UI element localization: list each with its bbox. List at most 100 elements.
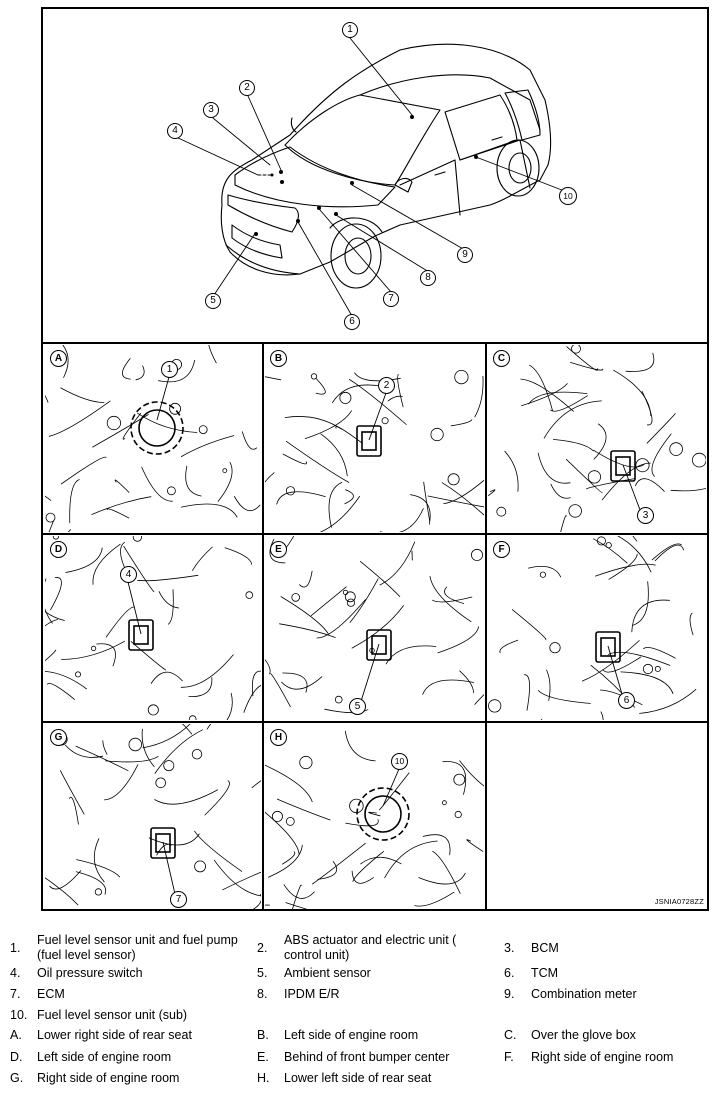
legend-text-e: Behind of front bumper center — [284, 1050, 450, 1064]
panel-letter-f: F — [493, 541, 510, 558]
legend-label-8: 8. — [257, 987, 268, 1001]
component-6 — [595, 631, 621, 663]
panel-callout-10: 10 — [391, 753, 408, 770]
panel-callout-2: 2 — [378, 377, 395, 394]
legend-label-a: A. — [10, 1028, 22, 1042]
overview-callout-2: 2 — [239, 80, 255, 96]
vehicle-overview-illustration — [43, 9, 707, 342]
detail-illustration-e — [265, 536, 484, 715]
legend-label-6: 6. — [504, 966, 515, 980]
legend-text-3: BCM — [531, 941, 559, 955]
legend-label-f: F. — [504, 1050, 514, 1064]
panel-letter-a: A — [50, 350, 67, 367]
panel-callout-3: 3 — [637, 507, 654, 524]
detail-illustration-c — [488, 345, 706, 532]
legend-label-c: C. — [504, 1028, 517, 1042]
component-7 — [150, 827, 176, 859]
overview-callout-4: 4 — [167, 123, 183, 139]
legend-label-2: 2. — [257, 941, 268, 955]
legend-text-c: Over the glove box — [531, 1028, 636, 1042]
legend-text-a: Lower right side of rear seat — [37, 1028, 192, 1042]
front-wheel — [330, 223, 382, 289]
component-10 — [356, 787, 410, 841]
legend-text-h: Lower left side of rear seat — [284, 1071, 432, 1085]
headlight — [227, 194, 299, 233]
car-body-outline — [220, 43, 552, 276]
legend-text-8: IPDM E/R — [284, 987, 340, 1001]
overview-callout-7: 7 — [383, 291, 399, 307]
panel-letter-d: D — [50, 541, 67, 558]
overview-callout-10: 10 — [559, 187, 577, 205]
component-1 — [130, 401, 184, 455]
legend-text-f: Right side of engine room — [531, 1050, 674, 1064]
panel-letter-h: H — [270, 729, 287, 746]
legend-label-5: 5. — [257, 966, 268, 980]
panel-callout-6: 6 — [618, 692, 635, 709]
overview-callout-6: 6 — [344, 314, 360, 330]
detail-illustration-h — [265, 730, 484, 909]
overview-callout-1: 1 — [342, 22, 358, 38]
legend-text-7: ECM — [37, 987, 65, 1001]
side-mirror — [394, 177, 413, 193]
detail-illustration-g — [45, 724, 261, 909]
legend-label-d: D. — [10, 1050, 23, 1064]
legend-label-4: 4. — [10, 966, 21, 980]
legend-text-10: Fuel level sensor unit (sub) — [37, 1008, 188, 1022]
legend: 1. Fuel level sensor unit and fuel pump (… — [0, 925, 718, 1090]
side-window-rear — [504, 89, 541, 141]
panel-letter-e: E — [270, 541, 287, 558]
legend-label-h: H. — [257, 1071, 270, 1085]
legend-label-1: 1. — [10, 941, 21, 955]
panel-letter-g: G — [50, 729, 67, 746]
roof-rear — [359, 74, 541, 131]
legend-label-7: 7. — [10, 987, 21, 1001]
panel-callout-5: 5 — [349, 698, 366, 715]
figure-frame — [41, 7, 709, 911]
overview-callout-9: 9 — [457, 247, 473, 263]
component-4 — [128, 619, 154, 651]
legend-label-10: 10. — [10, 1008, 28, 1022]
detail-illustration-f — [488, 536, 697, 720]
legend-label-e: E. — [257, 1050, 269, 1064]
legend-label-b: B. — [257, 1028, 269, 1042]
panel-callout-4: 4 — [120, 566, 137, 583]
panel-letter-b: B — [270, 350, 287, 367]
rear-wheel — [496, 139, 540, 197]
windshield — [284, 94, 441, 186]
legend-text-1: Fuel level sensor unit and fuel pump (fu… — [37, 933, 238, 962]
legend-text-6: TCM — [531, 966, 559, 980]
detail-illustration-b — [265, 369, 484, 532]
legend-text-4: Oil pressure switch — [37, 966, 143, 980]
legend-text-2: ABS actuator and electric unit ( control… — [284, 933, 457, 962]
component-2 — [356, 425, 382, 457]
panel-callout-7: 7 — [170, 891, 187, 908]
panel-callout-1: 1 — [161, 361, 178, 378]
panel-letter-c: C — [493, 350, 510, 367]
component-3 — [610, 450, 636, 482]
reference-code: JSNIA0728ZZ — [654, 897, 704, 906]
legend-label-9: 9. — [504, 987, 515, 1001]
legend-text-d: Left side of engine room — [37, 1050, 172, 1064]
legend-text-9: Combination meter — [531, 987, 637, 1001]
component-5 — [366, 629, 392, 661]
legend-label-g: G. — [10, 1071, 24, 1085]
overview-callout-8: 8 — [420, 270, 436, 286]
grille — [231, 224, 283, 259]
front-door — [399, 159, 461, 216]
side-window-front — [444, 94, 518, 161]
hood — [234, 146, 396, 208]
detail-illustration-a — [45, 345, 261, 532]
detail-illustration-d — [45, 536, 261, 720]
legend-text-5: Ambient sensor — [284, 966, 371, 980]
legend-text-g: Right side of engine room — [37, 1071, 180, 1085]
legend-text-b: Left side of engine room — [284, 1028, 419, 1042]
overview-callout-3: 3 — [203, 102, 219, 118]
overview-callout-5: 5 — [205, 293, 221, 309]
